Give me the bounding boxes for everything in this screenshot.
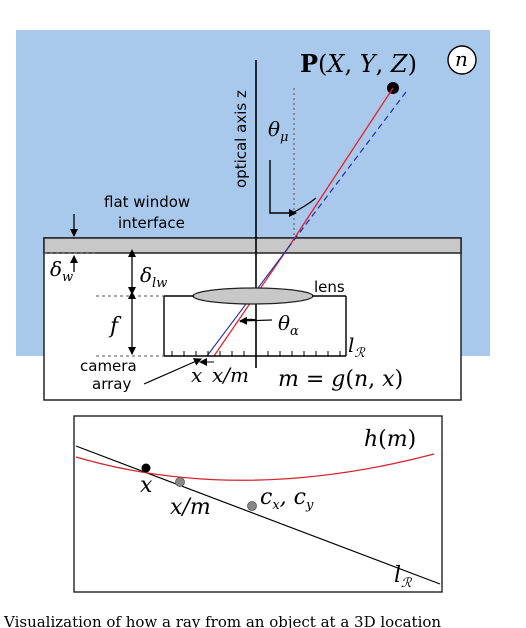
h-m-label: h(m) — [364, 427, 416, 452]
x-label-top: x — [191, 363, 202, 387]
theta-mu-arc — [293, 197, 317, 213]
x-over-m-point-bottom — [175, 477, 185, 487]
lens-label: lens — [314, 278, 345, 296]
c-label-bottom: cx, cy — [260, 485, 314, 513]
c-point-bottom — [247, 501, 257, 511]
red-ray-upper — [287, 87, 394, 249]
figure-caption: Visualization of how a ray from an objec… — [3, 613, 441, 628]
lens — [192, 287, 314, 305]
medium-n-circle — [447, 45, 477, 75]
camera-array-pointer — [143, 358, 202, 385]
medium-n-label: n — [455, 47, 468, 71]
x-over-m-label-top: x/m — [212, 363, 249, 387]
calibration-plot-frame — [73, 415, 443, 593]
x-over-m-label-bottom: x/m — [170, 495, 211, 520]
lr-line-bottom — [75, 445, 441, 585]
x-label-bottom: x — [140, 473, 153, 498]
h-m-curve — [75, 453, 435, 481]
optical-axis-label: optical axis z — [232, 90, 250, 188]
flat-window — [43, 237, 462, 254]
equation-label: m = g(n, x) — [278, 367, 403, 392]
theta-alpha-pointer — [239, 316, 273, 325]
blue-ray-dashed — [287, 91, 407, 249]
camera-array-ticks — [171, 351, 341, 356]
point-label: P(X, Y, Z) — [300, 49, 417, 78]
x-point-bottom — [141, 463, 151, 473]
theta-mu-bracket — [269, 160, 297, 217]
